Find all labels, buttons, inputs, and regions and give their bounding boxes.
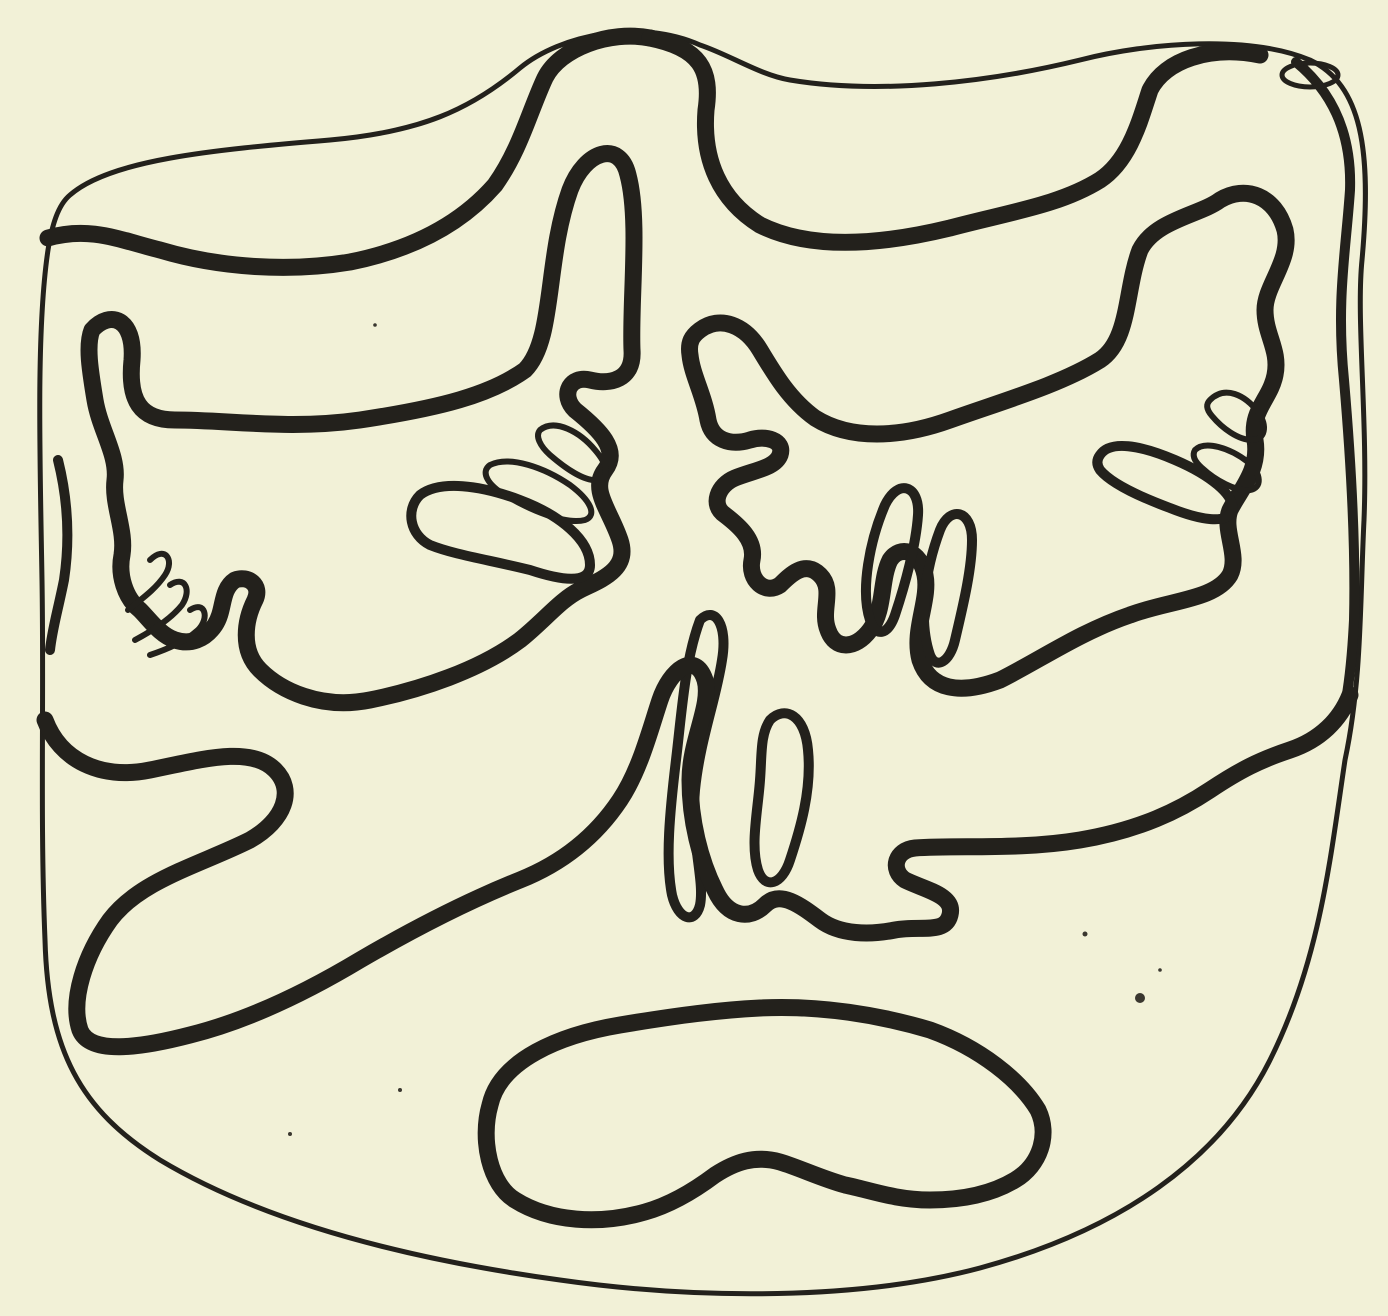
lamella-left-1 [128, 554, 169, 610]
paper-speck [1158, 968, 1162, 972]
paper-speck [1083, 932, 1088, 937]
enamel-fold-upper-right [689, 193, 1286, 688]
enamel-band-left-edge [50, 460, 67, 650]
paper-speck [398, 1088, 402, 1092]
paper-speck [1135, 993, 1145, 1003]
enamel-islet-right-1 [1097, 446, 1232, 519]
enamel-band-top-right [650, 38, 1260, 242]
enamel-islet-center-left-1 [411, 486, 590, 579]
enamel-fold-lower [45, 665, 1350, 1047]
enamel-islet-bottom [486, 1007, 1043, 1219]
enamel-band-right-edge [1296, 62, 1354, 705]
paper-speck [373, 323, 377, 327]
enamel-islet-center-vertical-2 [755, 713, 809, 882]
paper-speck [288, 1132, 292, 1136]
